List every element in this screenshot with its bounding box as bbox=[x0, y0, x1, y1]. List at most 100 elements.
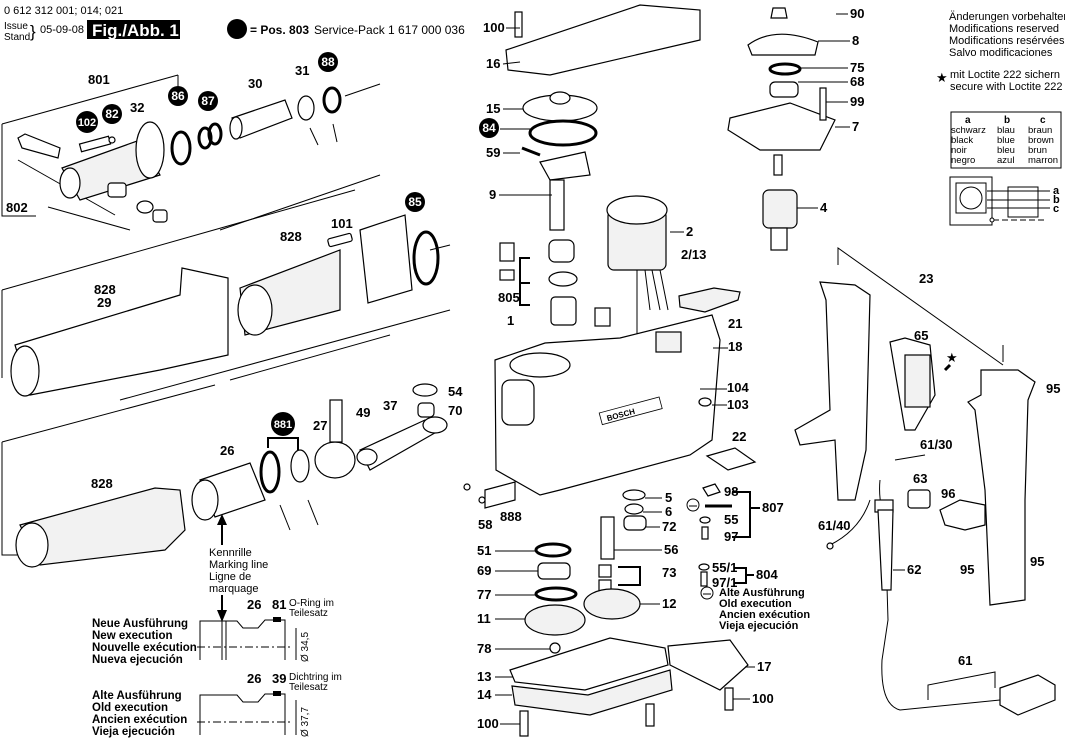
title-line: Nueva ejecución bbox=[92, 654, 183, 666]
title-line: Neue Ausführung bbox=[92, 618, 188, 630]
table-cell: marron bbox=[1028, 155, 1058, 166]
issue-date: 05-09-08 bbox=[40, 24, 84, 36]
part-label: 22 bbox=[732, 429, 746, 444]
ground-symbol-icon bbox=[686, 498, 700, 512]
part-label: 6 bbox=[665, 504, 672, 519]
part-label: 49 bbox=[356, 405, 370, 420]
note-line: Vieja ejecución bbox=[719, 620, 799, 632]
part-label: 802 bbox=[6, 200, 28, 215]
marking-line-note: Kennrille Marking line Ligne de marquage bbox=[209, 547, 268, 595]
table-cell: brown bbox=[1028, 135, 1054, 146]
note-line: Marking line bbox=[209, 559, 268, 571]
part-label: 828 bbox=[280, 229, 302, 244]
part-label: 77 bbox=[477, 587, 491, 602]
service-pack-marker-label: 87 bbox=[201, 94, 215, 108]
diameter-label: Ø 37,7 bbox=[300, 707, 311, 737]
part-label: 23 bbox=[919, 271, 933, 286]
title-line: Ancien exécution bbox=[92, 714, 187, 726]
part-label: 9 bbox=[489, 187, 496, 202]
part-label: 26 bbox=[220, 443, 234, 458]
service-pack-dot-icon bbox=[227, 19, 247, 39]
table-cell: blue bbox=[997, 135, 1015, 146]
note-line: Modifications reserved bbox=[949, 23, 1059, 35]
part-label: 2/13 bbox=[681, 247, 706, 262]
leader-lines bbox=[495, 13, 905, 725]
wire-color-table: a b c schwarz blau braun black blue brow… bbox=[950, 111, 1062, 169]
figure-label-box bbox=[87, 20, 180, 39]
col-header-b: b bbox=[1004, 115, 1010, 126]
service-pack-marker-label: 102 bbox=[78, 117, 96, 129]
part-label: 5 bbox=[665, 490, 672, 505]
note-line: Ancien exécution bbox=[719, 609, 810, 621]
brace-icon: } bbox=[30, 22, 36, 41]
table-cell: braun bbox=[1028, 125, 1052, 136]
part-label: 21 bbox=[728, 316, 742, 331]
part-label: 61/40 bbox=[818, 518, 851, 533]
new-execution-detail: Neue Ausführung New execution Nouvelle e… bbox=[92, 597, 334, 666]
table-cell: negro bbox=[951, 155, 975, 166]
part-label: 55/1 bbox=[712, 560, 737, 575]
part-label: 58 bbox=[478, 517, 492, 532]
star-icon: ★ bbox=[936, 70, 948, 85]
note-line: Änderungen vorbehalten bbox=[949, 11, 1065, 23]
part-label: 95 bbox=[1030, 554, 1044, 569]
ground-symbol-icon bbox=[700, 586, 714, 600]
service-pack-marker bbox=[479, 118, 499, 138]
title-line: New execution bbox=[92, 630, 173, 642]
part-label: 56 bbox=[664, 542, 678, 557]
part-label: 801 bbox=[88, 72, 110, 87]
col-header-c: c bbox=[1040, 115, 1046, 126]
issue-label: Issue bbox=[4, 21, 28, 32]
armature-assembly bbox=[727, 7, 836, 251]
part-label: 69 bbox=[477, 563, 491, 578]
part-numbers: 0 612 312 001; 014; 021 bbox=[4, 5, 123, 17]
part-label: 55 bbox=[724, 512, 738, 527]
handle-tube-assembly bbox=[1, 189, 451, 401]
part-label: 99 bbox=[850, 94, 864, 109]
part-label: 828 bbox=[91, 476, 113, 491]
motor-symbol-icon bbox=[959, 186, 983, 210]
table-cell: azul bbox=[997, 155, 1014, 166]
part-label: 96 bbox=[941, 486, 955, 501]
title-line: Vieja ejecución bbox=[92, 726, 175, 738]
impact-mechanism bbox=[1, 334, 448, 622]
note-line: Ligne de bbox=[209, 571, 251, 583]
table-cell: black bbox=[951, 135, 973, 146]
service-pack-marker-label: 85 bbox=[408, 195, 422, 209]
part-label: 63 bbox=[913, 471, 927, 486]
table-cell: brun bbox=[1028, 145, 1047, 156]
note-line: Modifications resérvées bbox=[949, 35, 1065, 47]
part-label: 75 bbox=[850, 60, 864, 75]
handle-assembly bbox=[794, 247, 1056, 716]
terminal-a: a bbox=[1053, 185, 1060, 197]
part-label: 807 bbox=[762, 500, 784, 515]
part-labels: 801 802 32 30 31 101 828 828 29 828 26 2… bbox=[6, 6, 1060, 731]
header: 0 612 312 001; 014; 021 Issue Stand } 05… bbox=[4, 5, 465, 43]
part-label: 888 bbox=[500, 509, 522, 524]
part-label: 62 bbox=[907, 562, 921, 577]
part-label: 104 bbox=[727, 380, 749, 395]
part-label: 30 bbox=[248, 76, 262, 91]
part-label: 7 bbox=[852, 119, 859, 134]
diameter-label: Ø 34,5 bbox=[300, 632, 311, 662]
table-cell: blau bbox=[997, 125, 1015, 136]
terminal-b: b bbox=[1053, 194, 1060, 206]
note-line: Dichtring im bbox=[289, 672, 342, 683]
service-pack-marker bbox=[405, 192, 425, 212]
part-label: 100 bbox=[752, 691, 774, 706]
part-label: 805 bbox=[498, 290, 520, 305]
part-label: 61 bbox=[958, 653, 972, 668]
part-label: 17 bbox=[757, 659, 771, 674]
part-label: 12 bbox=[662, 596, 676, 611]
service-pack-marker-label: 84 bbox=[482, 121, 496, 135]
part-label: 59 bbox=[486, 145, 500, 160]
note-line: Teilesatz bbox=[289, 608, 328, 619]
part-label: 100 bbox=[477, 716, 499, 731]
service-pack-marker bbox=[102, 104, 122, 124]
figure-label: Fig./Abb. 1 bbox=[92, 21, 179, 40]
service-pack-marker bbox=[198, 91, 218, 111]
part-label: 31 bbox=[295, 63, 309, 78]
modifications-note: Änderungen vorbehalten Modifications res… bbox=[936, 11, 1065, 93]
part-label: 804 bbox=[756, 567, 778, 582]
